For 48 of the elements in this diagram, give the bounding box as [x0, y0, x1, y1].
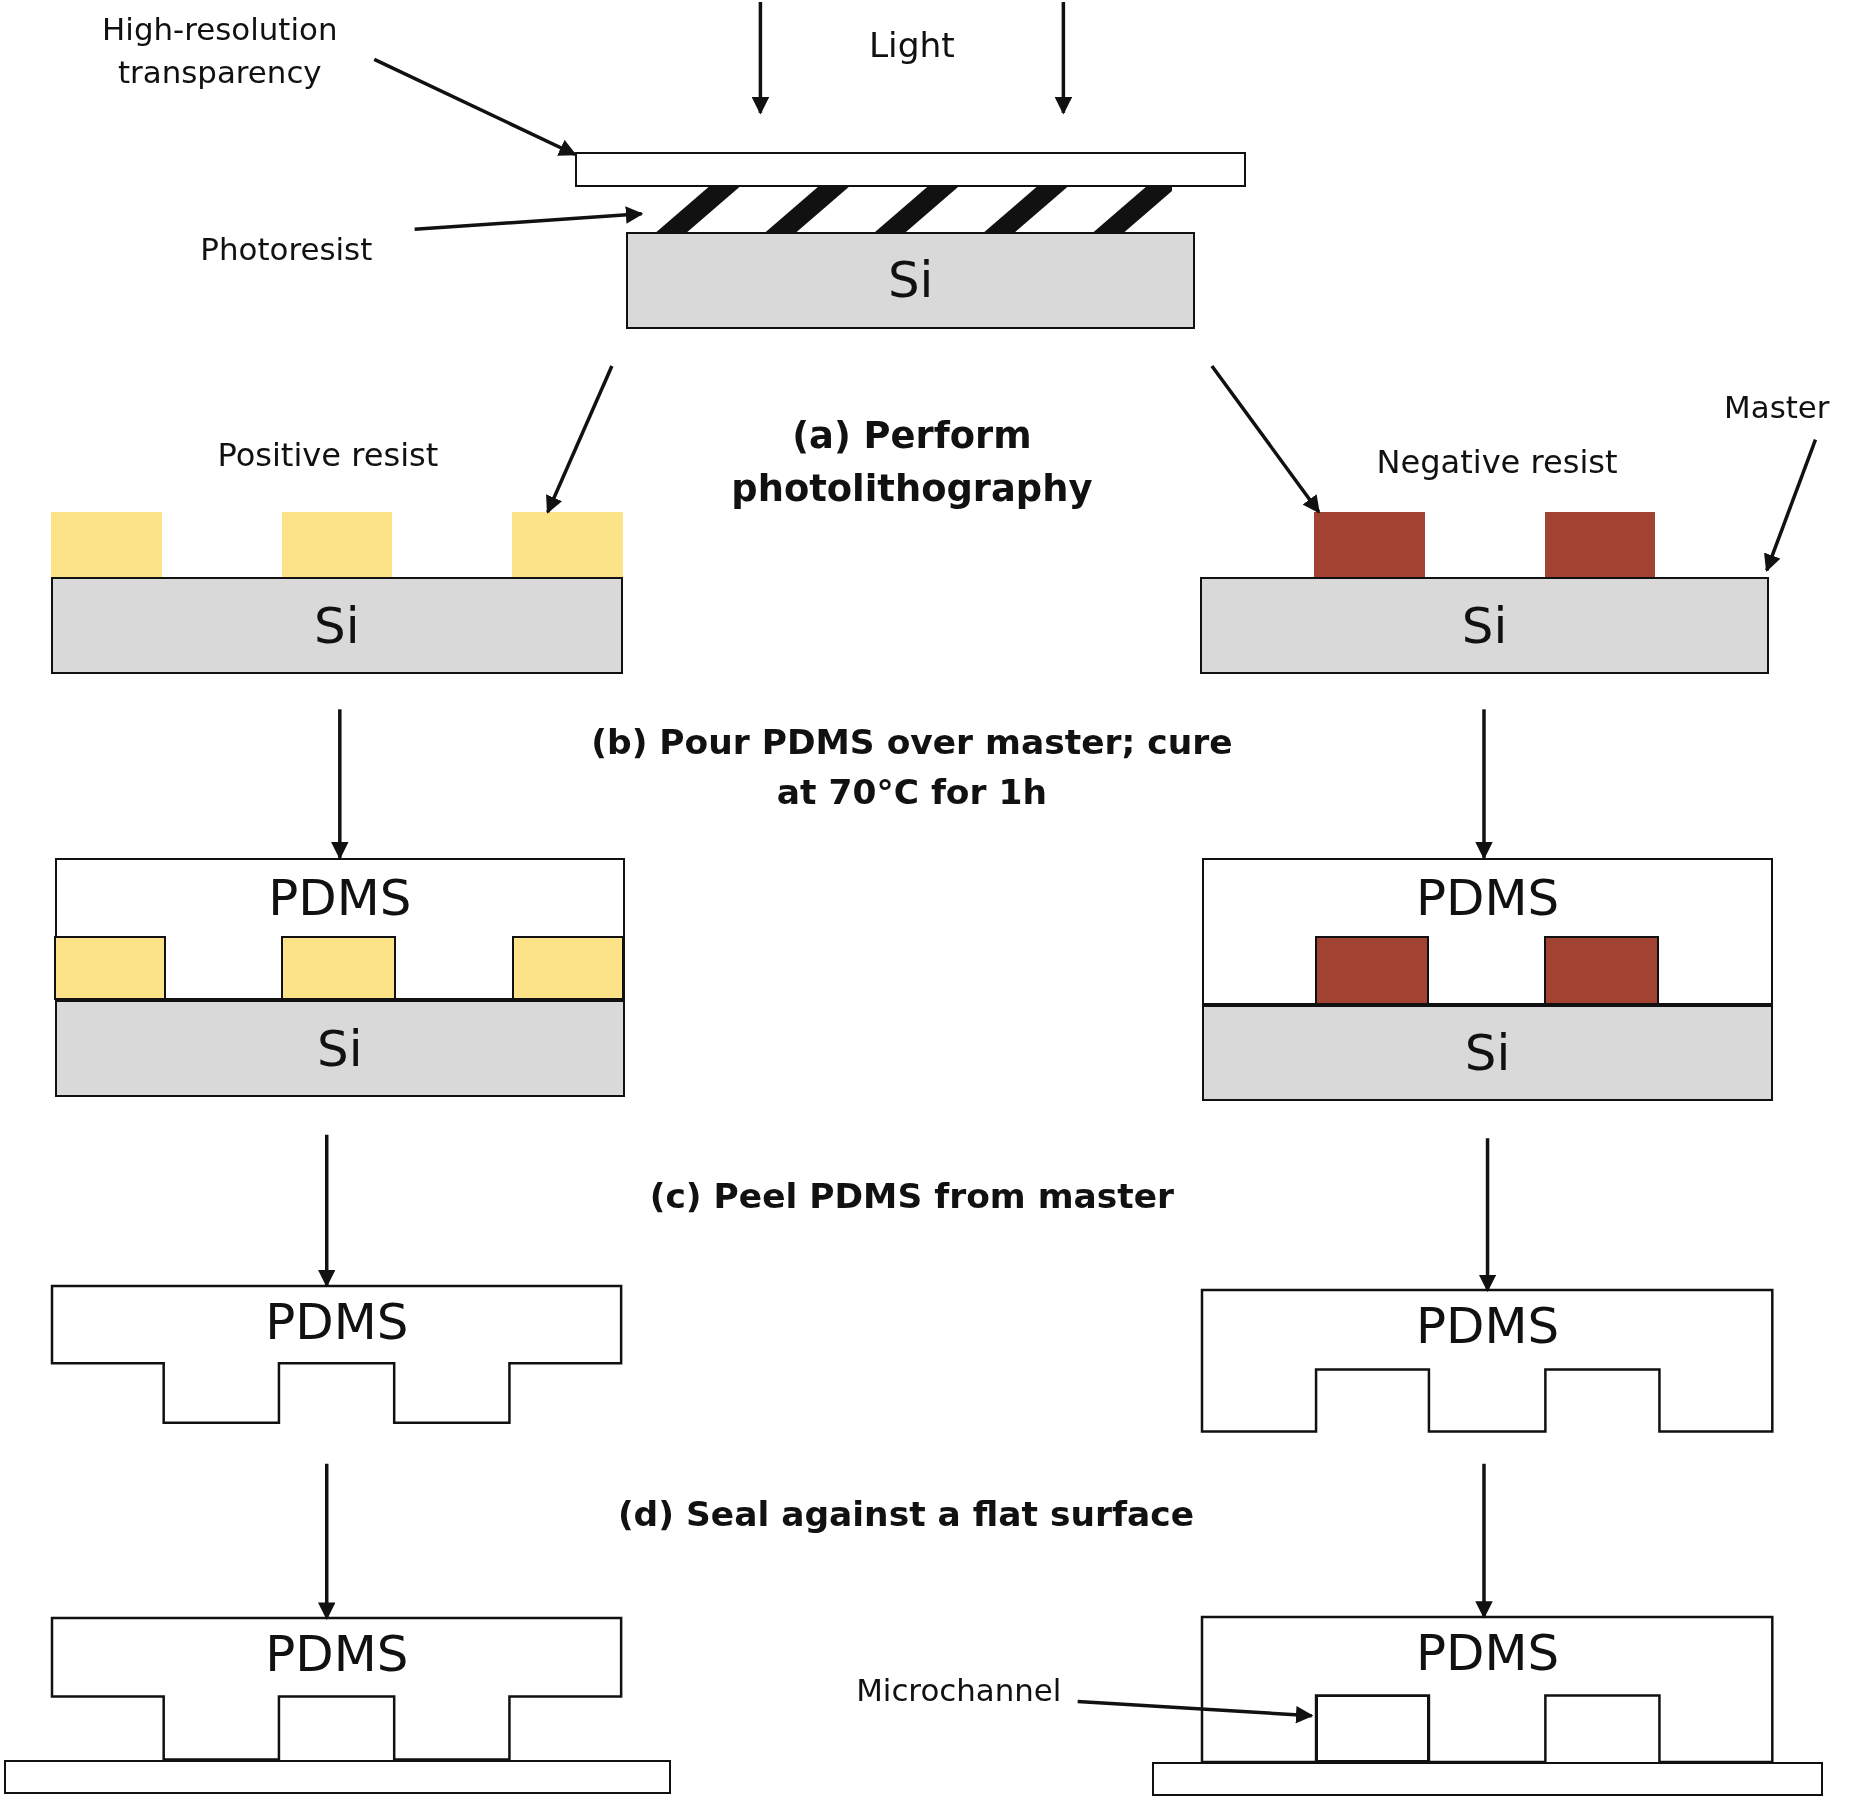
- positive-resist-block: [54, 935, 166, 1000]
- silicon-wafer: Si: [54, 1000, 625, 1097]
- callout-label: Microchannel: [845, 1670, 1072, 1711]
- leader-arrow: [1764, 439, 1818, 572]
- arrow: [1210, 364, 1321, 514]
- negative-resist-block: [1314, 512, 1425, 578]
- callout-label: Master: [1714, 387, 1840, 428]
- positive-resist-block: [511, 935, 625, 1000]
- step-caption: (c) Peel PDMS from master: [648, 1175, 1176, 1219]
- positive-resist-block: [281, 512, 393, 578]
- label: Positive resist: [216, 434, 440, 476]
- step-caption: (b) Pour PDMS over master; cure at 70°C for 1h: [590, 720, 1234, 814]
- negative-resist-block: [1544, 935, 1660, 1005]
- leader-arrow: [414, 206, 644, 232]
- flat-surface: [3, 1759, 672, 1795]
- layer-label: PDMS: [1415, 1297, 1560, 1356]
- pdms-layer: PDMS: [1202, 857, 1773, 1006]
- negative-resist-block: [1544, 512, 1656, 578]
- silicon-wafer: Si: [51, 577, 623, 674]
- positive-resist-block: [51, 512, 162, 578]
- label: Negative resist: [1375, 441, 1619, 483]
- leader-arrow: [1077, 1699, 1314, 1724]
- arrow: [331, 709, 349, 860]
- step-caption: (a) Perform photolithography: [730, 412, 1094, 513]
- layer-label: PDMS: [265, 1292, 409, 1351]
- leader-arrow: [373, 57, 577, 157]
- callout-label: Photoresist: [190, 229, 383, 270]
- arrow: [1475, 709, 1493, 860]
- pdms-mold: [1202, 1290, 1773, 1432]
- pdms-layer: PDMS: [54, 857, 625, 1001]
- silicon-wafer: Si: [626, 231, 1196, 330]
- pdms-mold: [52, 1618, 622, 1760]
- pdms-mold: [1202, 1617, 1773, 1762]
- pdms-mold: [52, 1285, 622, 1423]
- microchannel: [1316, 1695, 1430, 1762]
- layer-label: PDMS: [1415, 1624, 1560, 1683]
- step-caption: (d) Seal against a flat surface: [616, 1492, 1195, 1536]
- callout-label: High-resolution transparency: [83, 7, 357, 96]
- flat-surface: [1152, 1762, 1823, 1797]
- layer-label: PDMS: [265, 1625, 409, 1684]
- transparency-plate: [575, 152, 1247, 187]
- positive-resist-block: [281, 935, 397, 1000]
- arrow: [546, 365, 614, 514]
- negative-resist-block: [1314, 935, 1429, 1005]
- positive-resist-block: [512, 512, 623, 578]
- label: Light: [867, 24, 956, 68]
- silicon-wafer: Si: [1200, 577, 1770, 674]
- silicon-wafer: Si: [1202, 1005, 1773, 1102]
